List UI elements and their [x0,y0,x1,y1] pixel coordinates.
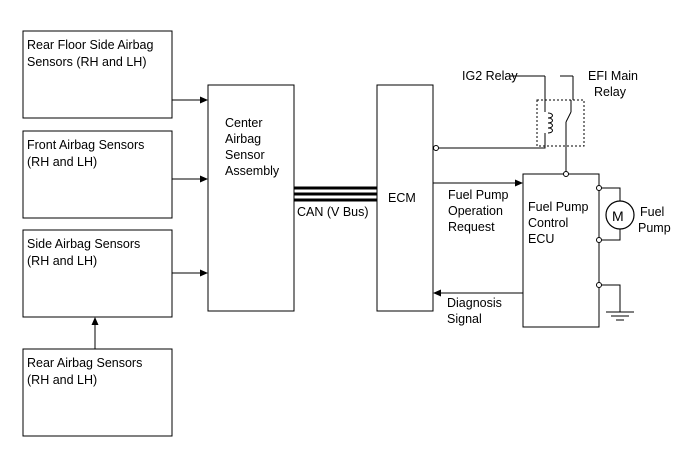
diag-signal-line-2: Signal [447,312,482,326]
front-to-center-arrow [172,175,208,183]
fuel-pump-line-2: Pump [638,221,671,235]
rear-box-line-2: (RH and LH) [27,373,97,387]
rear-floor-box-line-1: Rear Floor Side Airbag [27,38,154,52]
ground-icon [596,282,634,321]
ecm-label: ECM [388,191,416,205]
fp-request-line-2: Operation [448,204,503,218]
motor-symbol: M [612,208,624,224]
relay-box [536,99,585,147]
fp-ecu-line-1: Fuel Pump [528,200,588,214]
rear-airbag-sensors-box: Rear Airbag Sensors (RH and LH) [22,348,173,437]
side-airbag-sensors-box: Side Airbag Sensors (RH and LH) [22,229,173,318]
efi-relay-line-1: EFI Main [588,69,638,83]
fuel-pump-motor-circuit: M [596,185,635,243]
side-box-line-1: Side Airbag Sensors [27,237,140,251]
rear-box-line-1: Rear Airbag Sensors [27,356,142,370]
diagnosis-signal-arrow [433,289,523,297]
fp-ecu-line-3: ECU [528,232,554,246]
rear-floor-side-airbag-sensors-box: Rear Floor Side Airbag Sensors (RH and L… [22,30,173,119]
center-box-line-1: Center [225,116,263,130]
diag-signal-line-1: Diagnosis [447,296,502,310]
center-box-line-2: Airbag [225,132,261,146]
fuel-pump-line-1: Fuel [640,205,664,219]
fp-ecu-line-2: Control [528,216,568,230]
fuel-pump-control-ecu-box: Fuel Pump Control ECU [522,173,600,328]
relay-to-fp-ecu-wire [563,134,569,177]
can-bus-label: CAN (V Bus) [297,205,369,219]
ig2-relay-label: IG2 Relay [462,69,518,83]
ecm-box: ECM [376,84,434,312]
can-bus-lines [294,186,377,202]
fuel-pump-request-arrow [433,179,523,187]
efi-relay-line-2: Relay [594,85,627,99]
ecm-to-relay-wire [433,133,546,151]
center-airbag-sensor-assembly-box: Center Airbag Sensor Assembly [207,84,295,312]
motor-icon [605,200,635,230]
rear-to-side-arrow [91,317,99,349]
front-box-line-1: Front Airbag Sensors [27,138,144,152]
front-box-line-2: (RH and LH) [27,155,97,169]
center-box-line-4: Assembly [225,164,280,178]
fp-request-line-1: Fuel Pump [448,188,508,202]
rear-floor-box-line-2: Sensors (RH and LH) [27,55,147,69]
center-box-line-3: Sensor [225,148,265,162]
side-box-line-2: (RH and LH) [27,254,97,268]
fp-request-line-3: Request [448,220,495,234]
front-airbag-sensors-box: Front Airbag Sensors (RH and LH) [22,130,173,219]
side-to-center-arrow [172,269,208,277]
rear-floor-to-center-arrow [172,96,208,104]
